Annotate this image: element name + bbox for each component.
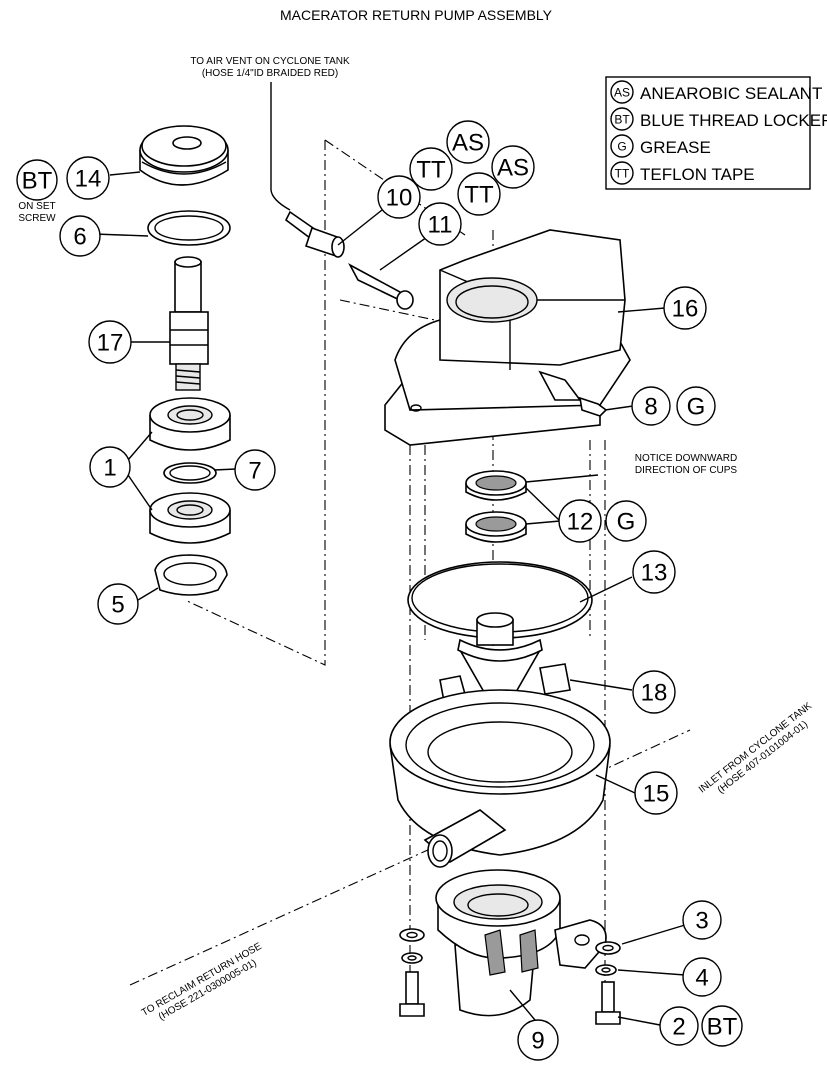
legend-item-g: G GREASE — [610, 134, 711, 158]
legend-item-as: AS ANEAROBIC SEALANT — [610, 80, 822, 104]
callout-number: 17 — [97, 330, 124, 357]
callout-number: 8 — [644, 394, 657, 421]
part-6-snap-ring — [147, 210, 231, 246]
tag-g-part-8: G — [676, 386, 716, 426]
callout-number: 5 — [111, 592, 124, 619]
callout-7: 7 — [234, 449, 276, 491]
part-8-grease-fitting — [578, 396, 608, 417]
part-1-upper-bearing — [149, 397, 231, 451]
note-on-set-screw: ON SET — [18, 201, 55, 212]
legend: AS ANEAROBIC SEALANT BT BLUE THREAD LOCK… — [605, 76, 827, 190]
part-9-outlet-clamp — [435, 869, 607, 1017]
tag-tt-part-11: TT — [457, 172, 501, 216]
tag-bt-part-14: BT — [16, 159, 58, 201]
callout-6: 6 — [59, 215, 101, 257]
callout-number: 2 — [672, 1014, 685, 1041]
note-inlet-hose: (HOSE 407-0101004-01) — [716, 719, 810, 796]
callout-1: 1 — [89, 446, 131, 488]
note-reclaim-return: TO RECLAIM RETURN HOSE — [140, 941, 264, 1019]
callout-4: 4 — [682, 957, 722, 997]
part-17-shaft — [169, 256, 209, 391]
part-15-pump-bowl — [389, 689, 611, 868]
tag-tt-part-10: TT — [409, 147, 453, 191]
callout-18: 18 — [632, 670, 676, 714]
callout-5: 5 — [97, 583, 139, 625]
part-3-left-washer — [399, 928, 425, 942]
tag-code: BT — [22, 168, 53, 195]
callout-15: 15 — [634, 771, 678, 815]
callout-number: 18 — [641, 680, 668, 707]
part-2-right-bolt — [595, 981, 621, 1025]
part-11-nipple — [348, 263, 414, 310]
callout-number: 7 — [248, 458, 261, 485]
note-notice-downward: NOTICE DOWNWARD — [635, 453, 737, 464]
tag-as-part-10: AS — [446, 120, 490, 164]
callout-12: 12 — [558, 499, 602, 543]
legend-code: G — [617, 140, 626, 154]
callout-number: 10 — [386, 185, 413, 212]
tag-code: G — [617, 509, 636, 536]
callout-number: 9 — [531, 1028, 544, 1055]
part-16-pump-housing — [384, 229, 631, 446]
callout-2: 2 — [659, 1006, 699, 1046]
legend-label: TEFLON TAPE — [640, 165, 755, 184]
part-2-left-bolt — [399, 971, 425, 1017]
callout-number: 1 — [103, 455, 116, 482]
part-4-right-lockwasher — [595, 964, 617, 976]
legend-label: GREASE — [640, 138, 711, 157]
callout-number: 15 — [643, 781, 670, 808]
legend-code: AS — [614, 86, 630, 100]
callout-number: 13 — [641, 560, 668, 587]
legend-label: ANEAROBIC SEALANT — [640, 84, 822, 103]
callout-14: 14 — [66, 156, 110, 200]
tag-code: TT — [464, 182, 494, 209]
tag-g-part-12: G — [605, 500, 647, 542]
part-12-lower-seal-cup — [465, 511, 527, 543]
part-4-left-lockwasher — [401, 952, 423, 964]
legend-frame — [605, 76, 811, 190]
leader-lines — [93, 171, 686, 1026]
tag-code: BT — [707, 1014, 738, 1041]
tag-code: TT — [416, 157, 446, 184]
note-air-vent-hose: (HOSE 1/4"ID BRAIDED RED) — [202, 68, 338, 79]
part-10-hose-fitting — [284, 210, 345, 258]
callout-16: 16 — [663, 286, 707, 330]
tag-as-part-11: AS — [491, 145, 535, 189]
callout-number: 11 — [428, 212, 453, 239]
legend-item-tt: TT TEFLON TAPE — [610, 161, 755, 185]
part-1-lower-bearing — [149, 492, 231, 544]
callout-number: 3 — [695, 908, 708, 935]
callout-9: 9 — [517, 1019, 559, 1061]
note-on-set-screw-2: SCREW — [18, 213, 56, 224]
callout-13: 13 — [632, 550, 676, 594]
callout-number: 12 — [567, 509, 594, 536]
tag-code: AS — [497, 155, 529, 182]
callout-11: 11 — [418, 202, 462, 246]
tag-bt-part-2: BT — [701, 1005, 743, 1047]
callout-number: 4 — [695, 965, 708, 992]
note-air-vent: TO AIR VENT ON CYCLONE TANK — [190, 56, 350, 67]
callout-number: 16 — [672, 296, 699, 323]
callout-number: 14 — [75, 166, 102, 193]
part-12-upper-seal-cup — [465, 470, 527, 501]
legend-code: TT — [615, 167, 630, 181]
callout-number: 6 — [73, 224, 86, 251]
callout-3: 3 — [682, 900, 722, 940]
tag-code: AS — [452, 130, 484, 157]
part-3-right-washer — [595, 941, 621, 955]
diagram-title: MACERATOR RETURN PUMP ASSEMBLY — [280, 7, 553, 23]
part-14-pulley — [139, 125, 229, 186]
note-direction-cups: DIRECTION OF CUPS — [635, 465, 738, 476]
part-7-spacer-ring — [163, 462, 217, 484]
tag-code: G — [687, 394, 706, 421]
legend-code: BT — [614, 113, 630, 127]
callout-8: 8 — [631, 386, 671, 426]
legend-label: BLUE THREAD LOCKER — [640, 111, 827, 130]
callout-17: 17 — [88, 320, 132, 364]
note-inlet-cyclone: INLET FROM CYCLONE TANK — [697, 700, 814, 795]
legend-item-bt: BT BLUE THREAD LOCKER — [610, 107, 827, 131]
callout-10: 10 — [377, 175, 421, 219]
part-5-retaining-clip — [154, 554, 228, 596]
